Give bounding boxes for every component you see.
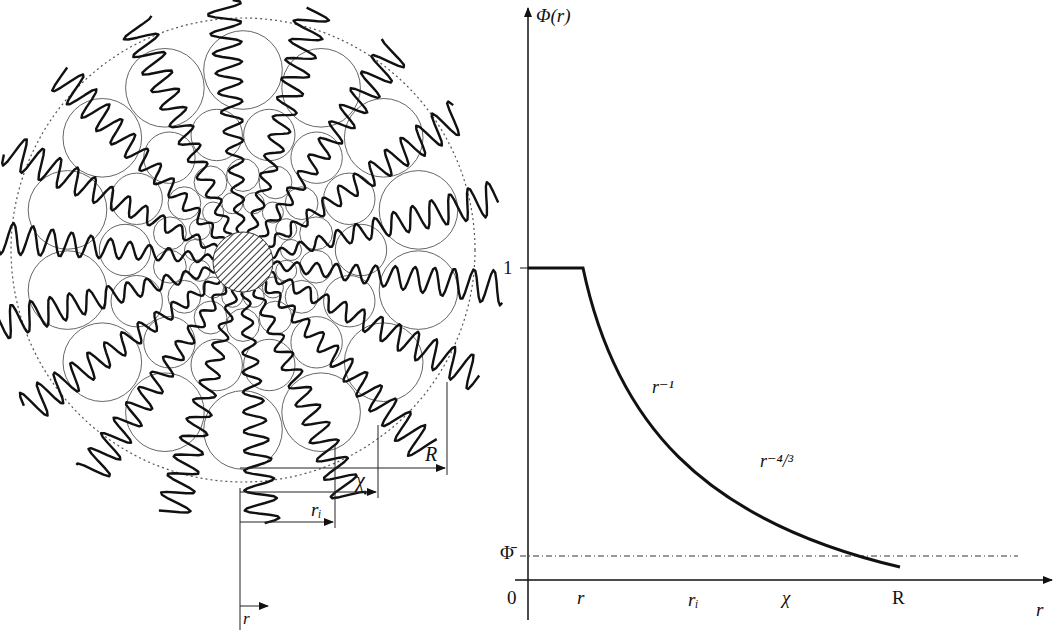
polymer-chain bbox=[242, 292, 280, 523]
blob bbox=[144, 132, 195, 183]
figure-label: r⁻⁴/³ bbox=[760, 452, 793, 470]
blob bbox=[126, 49, 205, 128]
figure-label: R bbox=[425, 444, 437, 464]
polymer-chain bbox=[52, 68, 225, 238]
blob bbox=[344, 323, 423, 402]
blob bbox=[126, 373, 205, 452]
polymer-chain bbox=[208, 0, 244, 232]
blob bbox=[189, 260, 210, 281]
blob bbox=[285, 280, 318, 313]
polymer-chain bbox=[253, 289, 365, 498]
figure-label: χ bbox=[356, 470, 365, 490]
density-profile-curve bbox=[528, 268, 900, 567]
dimension-lines bbox=[240, 382, 447, 630]
blob-circles bbox=[28, 31, 458, 470]
blob bbox=[282, 373, 361, 452]
polymer-chain bbox=[248, 8, 330, 232]
polymer-chain bbox=[0, 267, 215, 338]
polymer-chain bbox=[259, 39, 404, 237]
blob bbox=[285, 187, 318, 220]
figure-label: r bbox=[577, 588, 584, 607]
polymer-chain bbox=[273, 182, 498, 258]
polymer-chain bbox=[159, 290, 237, 513]
figure-label: r bbox=[243, 610, 250, 627]
figure-label: 1 bbox=[503, 258, 513, 277]
blob bbox=[300, 250, 333, 283]
polymer-chain bbox=[273, 261, 502, 305]
plot-axes bbox=[515, 8, 1052, 620]
figure-label: R bbox=[892, 588, 905, 607]
figure-label: Φ(r) bbox=[536, 6, 571, 25]
blob bbox=[227, 159, 260, 192]
figure-label: rᵢ bbox=[311, 500, 321, 519]
figure-label: rᵢ bbox=[688, 590, 698, 609]
blob bbox=[204, 31, 283, 110]
figure-label: χ bbox=[782, 588, 790, 607]
polymer-chain bbox=[266, 281, 437, 456]
figure-label: r⁻¹ bbox=[652, 378, 674, 396]
blob bbox=[194, 166, 227, 199]
polymer-chains bbox=[0, 0, 502, 523]
blob bbox=[154, 217, 187, 250]
core bbox=[213, 232, 273, 292]
figure-label: 0 bbox=[507, 588, 517, 607]
blob bbox=[324, 276, 375, 327]
polymer-chain bbox=[124, 16, 232, 234]
blob bbox=[63, 99, 142, 178]
polymer-chain bbox=[76, 286, 226, 476]
figure-label: r bbox=[1036, 600, 1043, 619]
blob bbox=[335, 224, 386, 275]
polymer-chain bbox=[269, 102, 459, 247]
blob bbox=[291, 317, 342, 368]
blob bbox=[379, 171, 458, 250]
figure-label: Φ̄ bbox=[500, 543, 514, 562]
